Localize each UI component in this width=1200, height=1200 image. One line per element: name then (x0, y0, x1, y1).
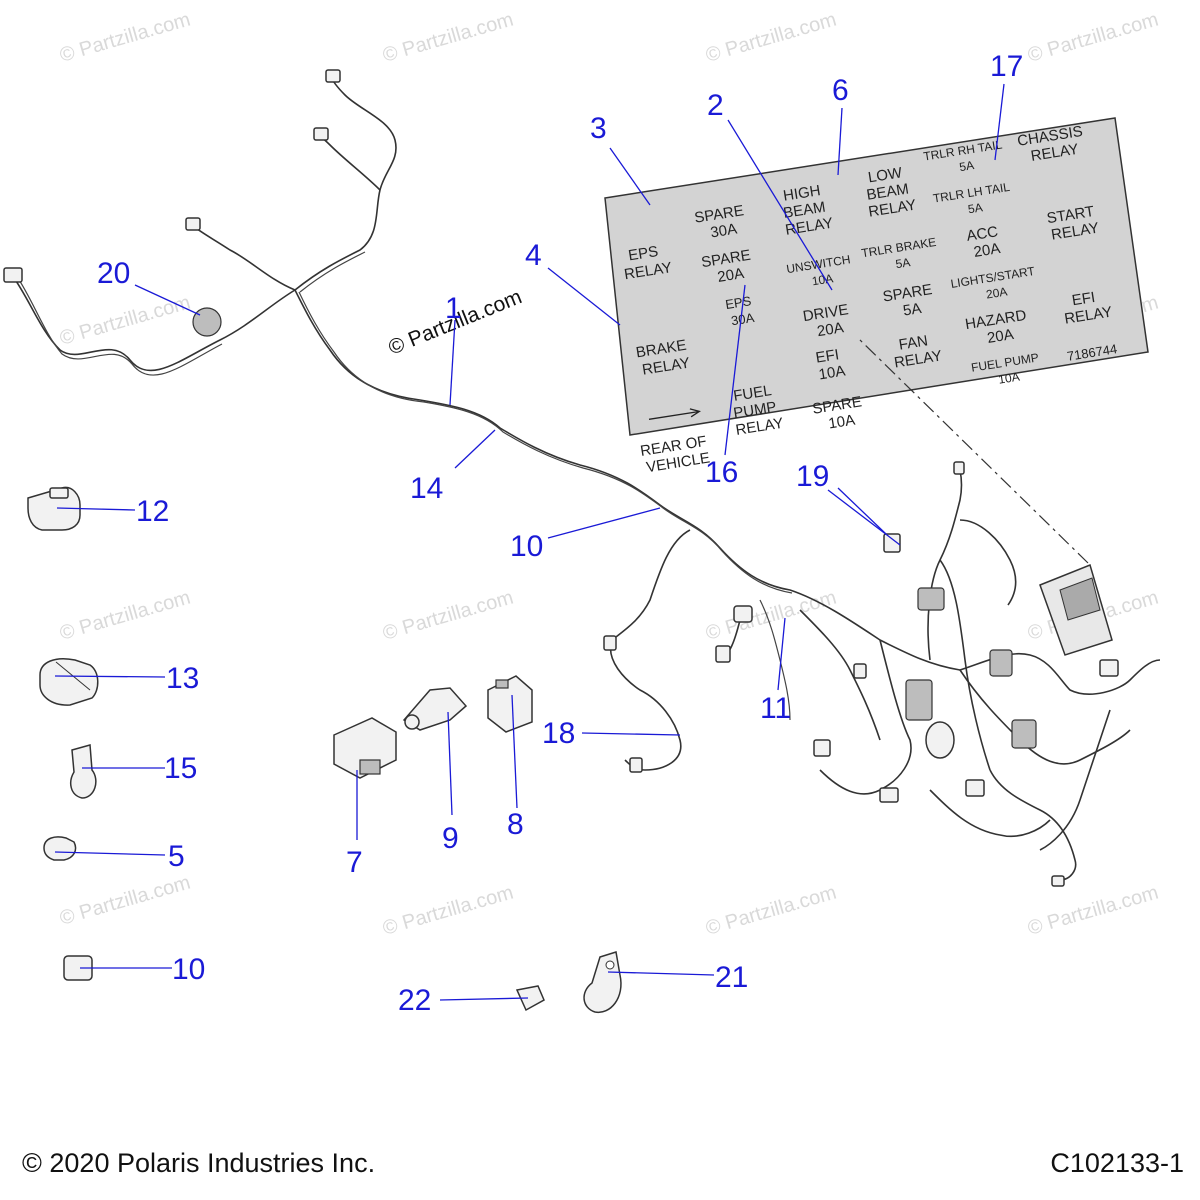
watermark: © Partzilla.com (703, 9, 839, 67)
callout-1: 1 (445, 292, 462, 325)
callout-21: 21 (715, 961, 748, 994)
watermark: © Partzilla.com (703, 882, 839, 940)
callout-16: 16 (705, 456, 738, 489)
grommet-icon (192, 307, 222, 337)
callout-8: 8 (507, 808, 524, 841)
connector-icon (1051, 875, 1065, 887)
watermark: © Partzilla.com (380, 9, 516, 67)
callout-2: 2 (707, 89, 724, 122)
part-7-connector (333, 717, 397, 779)
connector-icon (853, 663, 867, 679)
callout-19: 19 (796, 460, 829, 493)
callout-4: 4 (525, 239, 542, 272)
label-eps-30a: EPS 30A (724, 293, 758, 329)
diagram-id: C102133-1 (1050, 1148, 1184, 1178)
callout-3: 3 (590, 112, 607, 145)
label-drive: DRIVE 20A (802, 301, 857, 342)
label-efi-10a: EFI 10A (815, 346, 847, 384)
connector-icon (917, 587, 945, 611)
connector-icon (989, 649, 1013, 677)
part-21-clamp (583, 951, 622, 1013)
callout-15: 15 (164, 752, 197, 785)
callout-9: 9 (442, 822, 459, 855)
watermark: © Partzilla.com (1025, 9, 1161, 67)
watermark: © Partzilla.com (380, 587, 516, 645)
part-13-connector (39, 658, 99, 706)
connector-icon (925, 721, 955, 759)
watermark: © Partzilla.com (380, 882, 516, 940)
callouts: 1 2 3 4 5 6 7 8 9 10 10 11 12 13 14 15 1… (97, 50, 1023, 1017)
callout-13: 13 (166, 662, 199, 695)
fuse-box-module (857, 337, 1113, 656)
part-8-relay (487, 675, 533, 733)
callout-14: 14 (410, 472, 443, 505)
watermark: © Partzilla.com (57, 9, 193, 67)
label-brake-relay: BRAKE RELAY (635, 336, 695, 379)
callout-10: 10 (510, 530, 543, 563)
label-fuel-pump-relay: FUEL PUMP RELAY (729, 381, 784, 439)
connector-icon (603, 635, 617, 651)
callout-5: 5 (168, 840, 185, 873)
label-low-beam-relay: LOW BEAM RELAY (862, 163, 917, 221)
callout-7: 7 (346, 846, 363, 879)
arrow-icon (648, 410, 699, 420)
callout-18: 18 (542, 717, 575, 750)
connector-icon (325, 69, 341, 83)
connector-icon (1011, 719, 1037, 749)
connector-icon (313, 127, 329, 141)
label-acc: ACC 20A (965, 223, 1006, 262)
connector-icon (953, 461, 965, 475)
callout-10b: 10 (172, 953, 205, 986)
watermark: © Partzilla.com (1025, 882, 1161, 940)
label-spare-10a: SPARE 10A (811, 393, 870, 435)
copyright-text: © 2020 Polaris Industries Inc. (22, 1148, 376, 1178)
watermark: © Partzilla.com (703, 587, 839, 645)
connector-icon (715, 645, 731, 663)
part-9-terminal (402, 687, 468, 731)
connector-icon (813, 739, 831, 757)
wiring-harness (3, 69, 1161, 887)
part-12-connector (27, 486, 81, 531)
label-high-beam-relay: HIGH BEAM RELAY (779, 181, 834, 239)
leader-lines (54, 83, 1005, 1001)
connector-icon (3, 267, 23, 283)
connector-icon (879, 787, 899, 803)
arrow-head-icon (689, 408, 701, 418)
callout-11: 11 (760, 692, 791, 725)
callout-17: 17 (990, 50, 1023, 83)
callout-20: 20 (97, 257, 130, 290)
callout-6: 6 (832, 74, 849, 107)
callout-22: 22 (398, 984, 431, 1017)
connector-icon (733, 605, 753, 623)
module-icon (905, 679, 933, 721)
connector-icon (883, 533, 901, 553)
connector-icon (965, 779, 985, 797)
watermark: © Partzilla.com (57, 292, 193, 350)
part-5-boot (43, 836, 77, 861)
part-15-clip (69, 744, 97, 799)
watermark: © Partzilla.com (57, 587, 193, 645)
connector-icon (629, 757, 643, 773)
connector-icon (1099, 659, 1119, 677)
part-22-screw (515, 985, 545, 1012)
fuse-box-label: EPS RELAY SPARE 30A SPARE 20A HIGH BEAM … (604, 117, 1149, 477)
callout-12: 12 (136, 495, 169, 528)
watermark: © Partzilla.com (57, 872, 193, 930)
label-rear-of-vehicle: REAR OF VEHICLE (639, 432, 714, 477)
connector-icon (185, 217, 201, 231)
